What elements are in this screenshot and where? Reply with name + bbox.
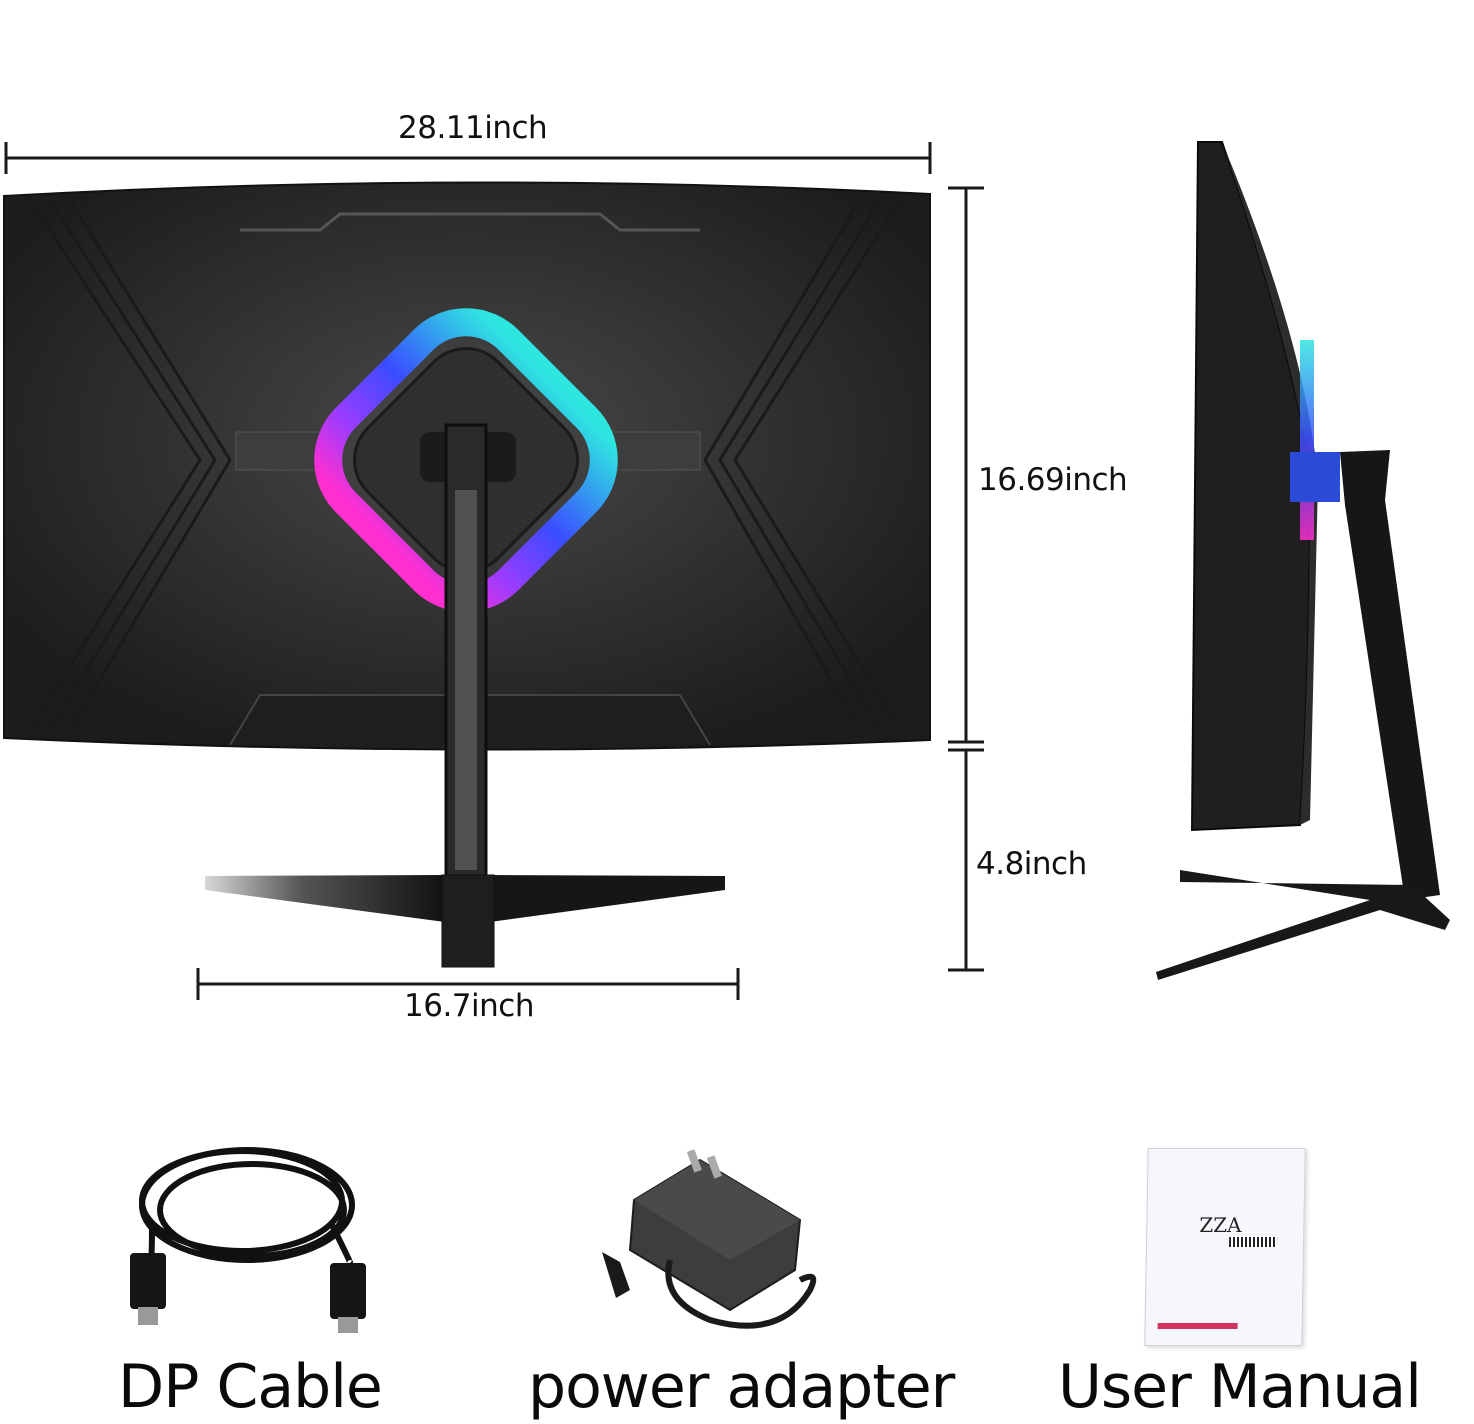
- manual-barcode: [1229, 1237, 1278, 1247]
- user-manual-icon: ZZA: [1144, 1148, 1306, 1346]
- dp-cable-label: DP Cable: [118, 1352, 383, 1422]
- power-adapter-label: power adapter: [528, 1352, 955, 1422]
- stand-height-dimension-label: 4.8inch: [976, 846, 1087, 882]
- monitor-side-view: [1156, 141, 1450, 980]
- manual-brand: ZZA: [1199, 1213, 1242, 1237]
- dp-cable-icon: [130, 1147, 366, 1333]
- user-manual-label: User Manual: [1058, 1352, 1422, 1422]
- width-dimension-label: 28.11inch: [398, 110, 548, 146]
- power-adapter-icon: [602, 1149, 817, 1329]
- base-width-dimension-label: 16.7inch: [404, 988, 534, 1024]
- manual-footer-strip: [1157, 1323, 1238, 1329]
- monitor-rear-view: [3, 181, 931, 968]
- height-dimension-label: 16.69inch: [978, 462, 1128, 498]
